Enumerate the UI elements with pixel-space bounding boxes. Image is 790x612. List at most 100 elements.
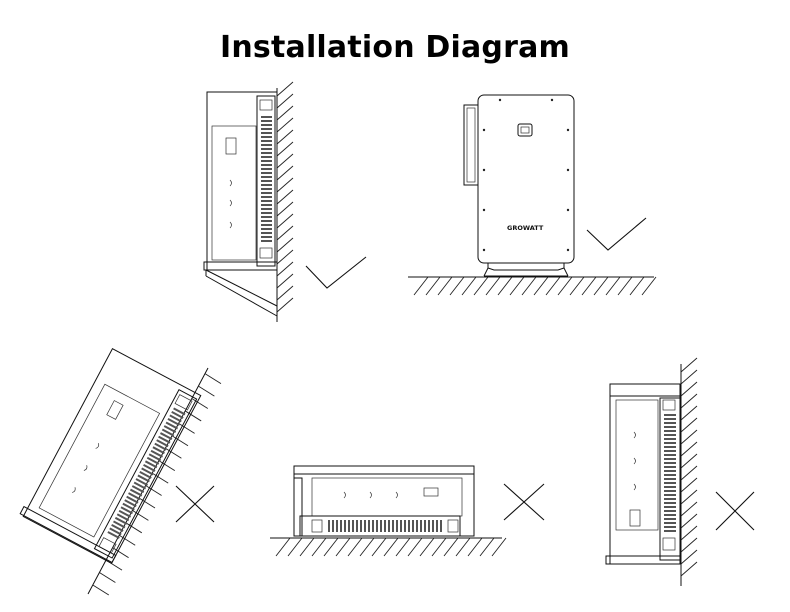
heatsink-fin — [261, 124, 272, 126]
heatsink-fin — [114, 516, 128, 525]
hatch-line — [569, 276, 585, 296]
heatsink-fin — [424, 520, 426, 532]
heatsink-fin — [116, 513, 130, 522]
heatsink-fin — [261, 152, 272, 154]
heatsink-fin — [664, 474, 676, 476]
heatsink-fin — [261, 128, 272, 130]
check-icon — [586, 217, 647, 251]
hatch-line — [680, 417, 698, 433]
heatsink-fin — [261, 176, 272, 178]
hatch-line — [449, 276, 465, 296]
hatch-line — [132, 509, 149, 521]
heatsink-fin — [129, 488, 143, 497]
heatsink-fin — [664, 422, 676, 424]
hatch-line — [509, 276, 525, 296]
hatch-line — [473, 276, 489, 296]
screw-dot — [566, 168, 570, 172]
heatsink-fin — [664, 494, 676, 496]
heatsink-fin — [664, 510, 676, 512]
heatsink-fin — [261, 240, 272, 242]
hatch-line — [276, 189, 294, 205]
hatch-line — [276, 93, 294, 109]
heatsink-fin — [261, 148, 272, 150]
hatch-line — [151, 472, 169, 484]
hatch-line — [276, 237, 294, 253]
hatch-line — [437, 276, 453, 296]
heatsink-fin — [664, 450, 676, 452]
hatch-line — [617, 276, 633, 296]
hatch-line — [629, 276, 645, 296]
heatsink-fin — [344, 520, 346, 532]
heatsink-fin — [376, 520, 378, 532]
brand-logo: GROWATT — [507, 224, 544, 232]
screw-dot — [482, 128, 486, 132]
heatsink-fin — [664, 526, 676, 528]
heatsink-fin — [664, 490, 676, 492]
heatsink-fin — [261, 132, 272, 134]
hatch-line — [680, 453, 698, 469]
hatch-line — [276, 297, 294, 313]
hatch-line — [276, 141, 294, 157]
screw-dot — [566, 248, 570, 252]
hatch-line — [407, 537, 423, 557]
hatch-line — [276, 201, 294, 217]
heatsink-fin — [261, 184, 272, 186]
hatch-line — [680, 477, 698, 493]
heatsink-fin — [107, 531, 120, 539]
heatsink-fin — [261, 120, 272, 122]
hatch-line — [383, 537, 399, 557]
heatsink-fin — [364, 520, 366, 532]
hatch-line — [461, 276, 477, 296]
heatsink-fin — [412, 520, 414, 532]
hatch-line — [323, 537, 339, 557]
upright-floor-mount-illustration: GROWATT — [408, 94, 657, 296]
heatsink-fin — [261, 188, 272, 190]
heatsink-fin — [261, 204, 272, 206]
heatsink-fin — [154, 442, 167, 451]
hatch-line — [557, 276, 573, 296]
heatsink-fin — [133, 481, 147, 490]
heatsink-fin — [664, 442, 676, 444]
hatch-line — [605, 276, 621, 296]
hatch-line — [371, 537, 387, 557]
heatsink-fin — [384, 520, 386, 532]
hatch-line — [680, 441, 698, 457]
heatsink-fin — [340, 520, 342, 532]
hatch-line — [276, 81, 294, 97]
hatch-line — [485, 276, 501, 296]
hatch-line — [431, 537, 447, 557]
heatsink-fin — [118, 509, 132, 518]
heatsink-fin — [165, 421, 179, 430]
heatsink-fin — [261, 208, 272, 210]
heatsink-fin — [261, 172, 272, 174]
hatch-line — [680, 369, 698, 385]
heatsink-fin — [664, 446, 676, 448]
heatsink-fin — [664, 466, 676, 468]
heatsink-fin — [664, 418, 676, 420]
hatch-line — [680, 561, 698, 577]
hatch-line — [680, 405, 698, 421]
heatsink-fin — [141, 467, 154, 476]
heatsink-fin — [261, 180, 272, 182]
hatch-line — [99, 572, 116, 583]
hatch-line — [335, 537, 351, 557]
heatsink-fin — [158, 435, 171, 444]
heatsink-fin — [664, 454, 676, 456]
heatsink-fin — [261, 144, 272, 146]
heatsink-fin — [428, 520, 430, 532]
heatsink-fin — [360, 520, 362, 532]
check-icon — [305, 256, 367, 289]
heatsink-fin — [664, 470, 676, 472]
hatch-line — [680, 513, 698, 529]
hatch-line — [276, 177, 294, 193]
heatsink-fin — [332, 520, 334, 532]
heatsink-fin — [261, 236, 272, 238]
heatsink-fin — [436, 520, 438, 532]
hatch-line — [425, 276, 441, 296]
heatsink-fin — [159, 432, 173, 441]
heatsink-fin — [169, 414, 182, 423]
hatch-line — [276, 129, 294, 145]
heatsink-fin — [167, 418, 180, 426]
hatch-line — [138, 497, 156, 509]
heatsink-fin — [372, 520, 374, 532]
